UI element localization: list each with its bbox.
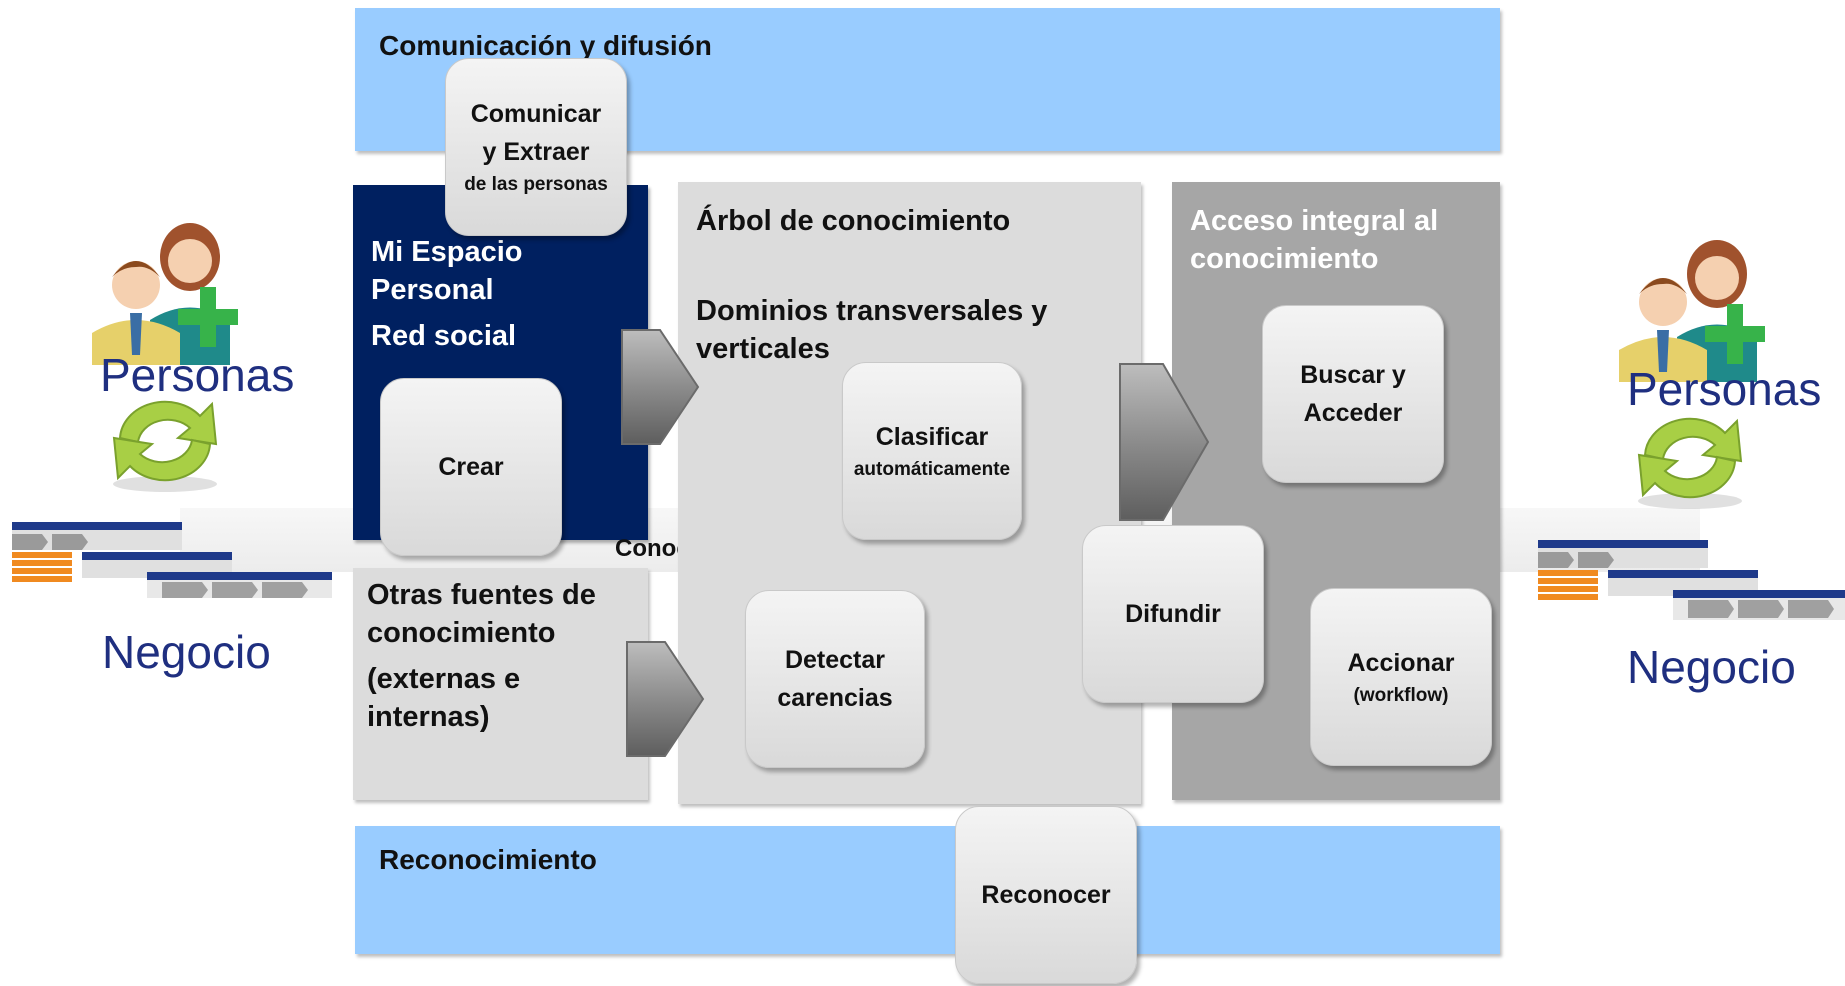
- mi-espacio-line2: Personal: [371, 274, 494, 306]
- crear-box[interactable]: Crear: [380, 378, 562, 556]
- arrow-otras-to-arbol: [626, 641, 705, 757]
- difundir-box[interactable]: Difundir: [1082, 525, 1264, 703]
- comunicacion-band-label: Comunicación y difusión: [379, 30, 712, 61]
- detectar-box[interactable]: Detectar carencias: [745, 590, 925, 768]
- left-document-stack: [12, 522, 332, 598]
- acceso-line1: Acceso integral al: [1190, 205, 1439, 237]
- otras-line1: Otras fuentes de: [367, 579, 596, 611]
- arrow-personal-to-arbol: [621, 329, 700, 445]
- otras-fuentes-panel: Otras fuentes de conocimiento (externas …: [353, 568, 648, 800]
- left-personas-label: Personas: [100, 349, 295, 401]
- left-negocio-label: Negocio: [102, 626, 271, 678]
- otras-line3: (externas e: [367, 663, 521, 695]
- comunicar-line1: Comunicar: [470, 100, 602, 128]
- cycle-icon: [112, 400, 218, 492]
- accionar-line1: Accionar: [1347, 649, 1455, 677]
- right-personas-label: Personas: [1627, 363, 1822, 415]
- clasificar-box[interactable]: Clasificar automáticamente: [842, 362, 1022, 540]
- otras-fuentes-label: Otras fuentes de conocimiento (externas …: [367, 576, 596, 736]
- right-negocio-label: Negocio: [1627, 641, 1796, 693]
- dominios-line2: verticales: [696, 333, 830, 365]
- clasificar-line2: automáticamente: [853, 459, 1011, 480]
- people-add-icon: [92, 223, 238, 365]
- difundir-label: Difundir: [1125, 600, 1221, 628]
- comunicar-line3: de las personas: [464, 174, 608, 195]
- cycle-icon-right: [1637, 417, 1743, 509]
- buscar-line1: Buscar y: [1300, 361, 1406, 389]
- hidden-fragment-text: Conoc: [615, 535, 690, 562]
- otras-line2: conocimiento: [367, 617, 556, 649]
- accionar-box[interactable]: Accionar (workflow): [1310, 588, 1492, 766]
- mi-espacio-label: Mi Espacio Personal Red social: [371, 233, 523, 355]
- comunicar-line2: y Extraer: [482, 138, 590, 166]
- clasificar-line1: Clasificar: [875, 423, 989, 451]
- arrow-arbol-to-acceso: [1119, 363, 1210, 521]
- arbol-title: Árbol de conocimiento: [696, 205, 1011, 237]
- buscar-box[interactable]: Buscar y Acceder: [1262, 305, 1444, 483]
- detectar-line2: carencias: [777, 684, 893, 712]
- dominios-line1: Dominios transversales y: [696, 295, 1048, 327]
- buscar-line2: Acceder: [1303, 399, 1403, 427]
- accionar-line2: (workflow): [1353, 685, 1449, 706]
- acceso-line2: conocimiento: [1190, 243, 1379, 275]
- crear-label: Crear: [438, 453, 504, 481]
- reconocer-label: Reconocer: [981, 881, 1111, 909]
- detectar-line1: Detectar: [784, 646, 886, 674]
- mi-espacio-line1: Mi Espacio: [371, 236, 523, 268]
- acceso-label: Acceso integral al conocimiento: [1190, 202, 1438, 278]
- comunicar-box[interactable]: Comunicar y Extraer de las personas: [445, 58, 627, 236]
- reconocimiento-band-label: Reconocimiento: [379, 844, 597, 875]
- reconocimiento-band: Reconocimiento: [355, 826, 1500, 954]
- otras-line4: internas): [367, 701, 490, 733]
- dominios-label: Dominios transversales y verticales: [696, 292, 1047, 368]
- reconocer-box[interactable]: Reconocer: [955, 806, 1137, 984]
- red-social-label: Red social: [371, 320, 517, 352]
- people-add-icon-right: [1619, 240, 1765, 382]
- right-document-stack: [1538, 540, 1845, 620]
